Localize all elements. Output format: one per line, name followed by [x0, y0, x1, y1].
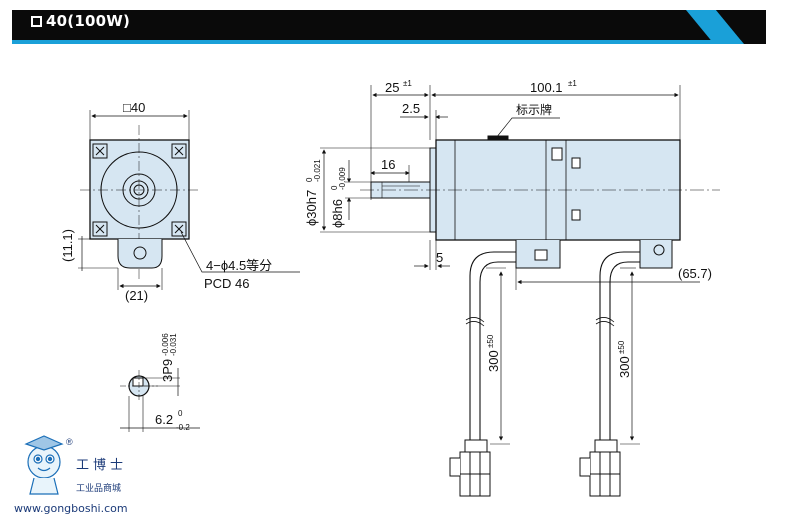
- dim-65-7-label: (65.7): [678, 266, 712, 281]
- shaft-length-label: 16: [381, 157, 395, 172]
- pilot-tol-upper: 0: [305, 177, 314, 182]
- key-detail: [120, 368, 200, 432]
- front-width-label: (21): [125, 288, 148, 303]
- pilot-length-label: 2.5: [402, 101, 420, 116]
- front-view: [78, 110, 300, 290]
- pcd-label: PCD 46: [204, 276, 250, 291]
- logo-url[interactable]: www.gongboshi.com: [14, 502, 128, 515]
- section-title: 40(100W): [46, 12, 131, 30]
- key-width-tol-lower: -0.031: [169, 333, 178, 356]
- mascot-logo-icon: [24, 435, 64, 495]
- logo-subtitle: 工业品商城: [76, 484, 122, 494]
- section-header-bar: [12, 10, 764, 42]
- cable-length-label-1: 300: [486, 350, 501, 372]
- pilot-diameter-label: ϕ30h7: [304, 190, 319, 226]
- pilot-tol-lower: -0.021: [313, 159, 322, 182]
- shaft-tol-upper: 0: [330, 185, 339, 190]
- shaft-diameter-label: ϕ8h6: [330, 199, 345, 228]
- flange-length-label: 25: [385, 80, 399, 95]
- square-symbol-icon: [31, 16, 42, 27]
- front-size-label: □40: [123, 100, 145, 115]
- front-height-label: (11.1): [60, 229, 75, 262]
- nameplate-label: 标示牌: [516, 103, 552, 117]
- cable-tol-2: ±50: [617, 340, 626, 354]
- key-depth-tol-lower: -0.2: [176, 423, 190, 432]
- corner-screw-icon: [92, 143, 187, 237]
- registered-mark: ®: [66, 437, 73, 447]
- cable-length-label-2: 300: [617, 356, 632, 378]
- key-width-tol-upper: -0.006: [161, 333, 170, 356]
- dim-5-label: 5: [436, 250, 443, 265]
- key-width-label: 3P9: [160, 359, 175, 382]
- flange-length-tol: ±1: [403, 79, 412, 88]
- key-depth-tol-upper: 0: [178, 409, 183, 418]
- header-stripe-decoration: [686, 10, 766, 44]
- side-view: [320, 85, 720, 497]
- logo-name: 工博士: [76, 458, 128, 473]
- header-accent-line: [12, 40, 764, 44]
- body-length-label: 100.1: [530, 80, 563, 95]
- shaft-tol-lower: -0.009: [338, 167, 347, 190]
- holes-label: 4−ϕ4.5等分: [206, 258, 272, 273]
- body-length-tol: ±1: [568, 79, 577, 88]
- key-depth-label: 6.2: [155, 412, 173, 427]
- cable-tol-1: ±50: [486, 334, 495, 348]
